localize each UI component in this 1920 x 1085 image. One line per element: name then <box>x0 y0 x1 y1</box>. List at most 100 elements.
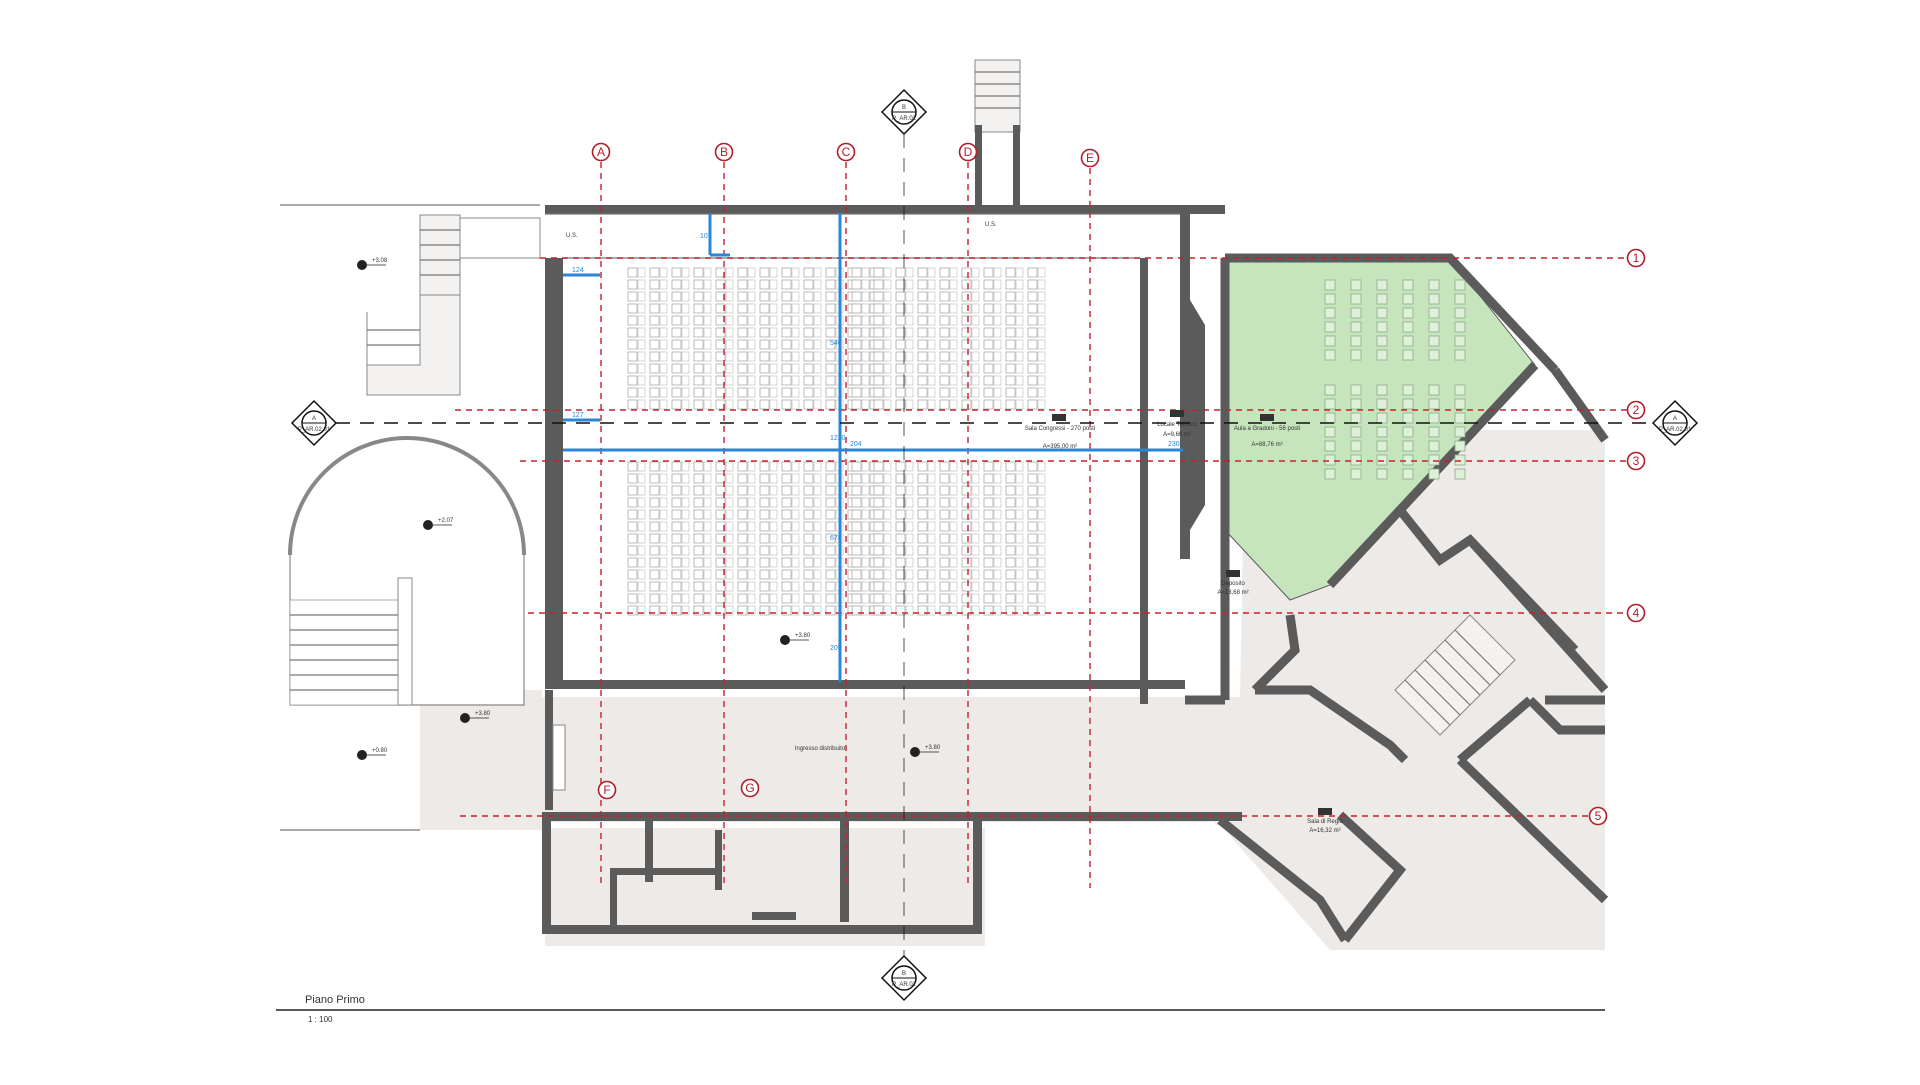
auditorium-seat <box>813 545 822 556</box>
auditorium-seat <box>1005 375 1016 386</box>
auditorium-seat <box>983 545 994 556</box>
auditorium-seat <box>873 351 884 362</box>
auditorium-seat <box>971 339 980 350</box>
svg-text:Sala di Regia: Sala di Regia <box>1307 819 1343 825</box>
auditorium-seating <box>627 267 1046 616</box>
auditorium-seat <box>813 473 822 484</box>
auditorium-seat <box>659 593 668 604</box>
auditorium-seat <box>861 363 870 374</box>
dimension-label: 540 <box>830 340 842 347</box>
auditorium-seat <box>649 497 660 508</box>
auditorium-seat <box>971 557 980 568</box>
auditorium-seat <box>825 581 836 592</box>
auditorium-seat <box>861 581 870 592</box>
auditorium-seat <box>769 497 778 508</box>
auditorium-seat <box>1015 581 1024 592</box>
auditorium-seat <box>927 315 936 326</box>
auditorium-seat <box>715 315 726 326</box>
auditorium-seat <box>939 557 950 568</box>
auditorium-seat <box>715 351 726 362</box>
auditorium-seat <box>781 581 792 592</box>
auditorium-seat <box>781 303 792 314</box>
auditorium-seat <box>769 339 778 350</box>
auditorium-seat <box>961 581 972 592</box>
classroom-seat <box>1428 454 1440 466</box>
auditorium-seat <box>851 569 862 580</box>
auditorium-seat <box>781 461 792 472</box>
classroom-seat <box>1454 293 1466 305</box>
auditorium-seat <box>637 593 646 604</box>
svg-text:C: C <box>842 145 851 159</box>
auditorium-seat <box>781 485 792 496</box>
auditorium-seat <box>1037 581 1046 592</box>
svg-text:E: E <box>1086 151 1094 165</box>
auditorium-seat <box>737 545 748 556</box>
auditorium-seat <box>961 569 972 580</box>
auditorium-seat <box>737 593 748 604</box>
auditorium-seat <box>703 569 712 580</box>
auditorium-seat <box>737 497 748 508</box>
auditorium-seat <box>759 315 770 326</box>
auditorium-seat <box>895 339 906 350</box>
auditorium-seat <box>637 339 646 350</box>
auditorium-seat <box>883 351 892 362</box>
auditorium-seat <box>1037 387 1046 398</box>
auditorium-seat <box>725 533 734 544</box>
auditorium-seat <box>993 545 1002 556</box>
auditorium-seat <box>939 267 950 278</box>
auditorium-seat <box>971 497 980 508</box>
auditorium-seat <box>927 533 936 544</box>
auditorium-seat <box>747 569 756 580</box>
auditorium-seat <box>927 593 936 604</box>
classroom-seat <box>1324 468 1336 480</box>
auditorium-seat <box>983 605 994 616</box>
auditorium-seat <box>971 593 980 604</box>
auditorium-seat <box>905 533 914 544</box>
auditorium-seat <box>803 375 814 386</box>
auditorium-seat <box>939 291 950 302</box>
auditorium-seat <box>993 339 1002 350</box>
grid-bubble-4: 4 <box>1626 603 1646 623</box>
classroom-seat <box>1402 398 1414 410</box>
auditorium-seat <box>791 363 800 374</box>
auditorium-seat <box>983 485 994 496</box>
auditorium-seat <box>895 545 906 556</box>
auditorium-seat <box>949 569 958 580</box>
auditorium-seat <box>693 581 704 592</box>
classroom-seat <box>1402 279 1414 291</box>
auditorium-seat <box>747 279 756 290</box>
classroom-seat <box>1402 454 1414 466</box>
auditorium-seat <box>825 351 836 362</box>
auditorium-seat <box>813 387 822 398</box>
auditorium-seat <box>659 605 668 616</box>
auditorium-seat <box>917 497 928 508</box>
auditorium-seat <box>949 533 958 544</box>
classroom-seat <box>1402 293 1414 305</box>
auditorium-seat <box>813 351 822 362</box>
auditorium-seat <box>961 279 972 290</box>
auditorium-seat <box>851 605 862 616</box>
auditorium-seat <box>737 461 748 472</box>
auditorium-seat <box>703 327 712 338</box>
auditorium-seat <box>939 351 950 362</box>
classroom-seat <box>1428 293 1440 305</box>
auditorium-seat <box>961 363 972 374</box>
auditorium-seat <box>993 473 1002 484</box>
auditorium-seat <box>883 545 892 556</box>
auditorium-seat <box>769 303 778 314</box>
auditorium-seat <box>637 351 646 362</box>
auditorium-seat <box>927 497 936 508</box>
auditorium-seat <box>861 461 870 472</box>
auditorium-seat <box>927 557 936 568</box>
auditorium-seat <box>703 375 712 386</box>
auditorium-seat <box>659 363 668 374</box>
auditorium-seat <box>883 399 892 410</box>
classroom-seat <box>1376 335 1388 347</box>
svg-text:+0.80: +0.80 <box>372 748 388 754</box>
auditorium-seat <box>759 303 770 314</box>
svg-text:Ingresso distribuito: Ingresso distribuito <box>795 746 846 752</box>
auditorium-seat <box>715 533 726 544</box>
auditorium-seat <box>671 339 682 350</box>
auditorium-seat <box>759 593 770 604</box>
auditorium-seat <box>649 267 660 278</box>
